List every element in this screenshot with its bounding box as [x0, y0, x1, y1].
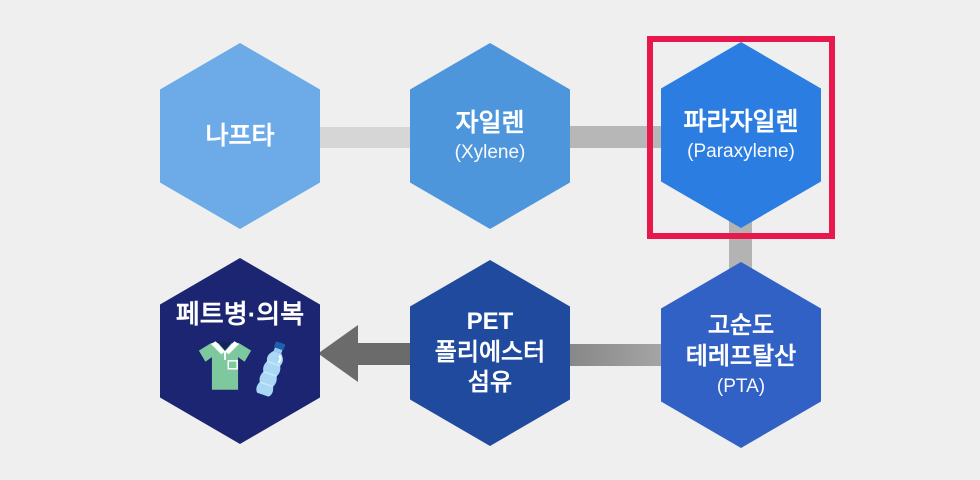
node-naphtha: 나프타 — [160, 43, 320, 229]
node-xylene: 자일렌 (Xylene) — [410, 43, 570, 229]
node-products: 페트병·의복 — [160, 258, 320, 444]
node-paraxylene-sublabel: (Paraxylene) — [687, 141, 795, 163]
node-pta-label-line2: 테레프탈산 — [685, 343, 797, 371]
node-pta-label-line1: 고순도 — [707, 312, 775, 340]
node-xylene-sublabel: (Xylene) — [454, 142, 526, 164]
arrow-head-icon — [318, 325, 358, 382]
connector-pta-petfiber — [565, 344, 666, 366]
node-xylene-label: 자일렌 — [455, 109, 525, 138]
node-pet-fiber-label-line2: 폴리에스터 — [434, 338, 546, 366]
node-products-label: 페트병·의복 — [175, 298, 305, 329]
node-naphtha-label: 나프타 — [205, 122, 275, 150]
arrow-shaft-petfiber-products — [356, 343, 426, 365]
node-paraxylene-label: 파라자일렌 — [683, 108, 799, 137]
highlight-box-paraxylene — [647, 36, 835, 239]
product-icons — [197, 339, 285, 404]
node-pta-sublabel: (PTA) — [716, 375, 766, 397]
node-paraxylene: 파라자일렌 (Paraxylene) — [661, 42, 821, 228]
connector-naphtha-xylene — [310, 127, 420, 148]
connector-xylene-paraxylene — [565, 126, 666, 148]
polo-shirt-icon — [198, 341, 251, 390]
node-pet-fiber-label-line3: 섬유 — [467, 369, 513, 397]
water-bottle-icon — [247, 338, 293, 406]
node-pta: 고순도 테레프탈산 (PTA) — [661, 262, 821, 448]
node-pet-fiber: PET 폴리에스터 섬유 — [410, 260, 570, 446]
node-pet-fiber-label-line1: PET — [466, 307, 514, 335]
